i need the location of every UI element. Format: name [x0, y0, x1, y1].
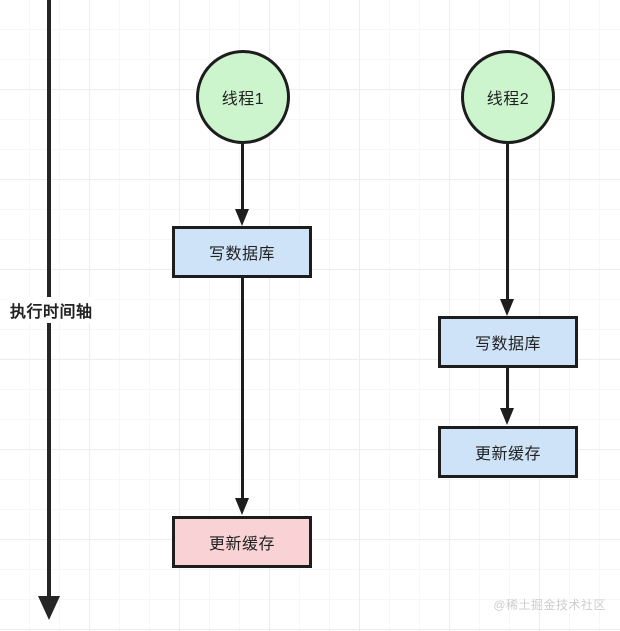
node-thread2-write-db-label: 写数据库 — [474, 336, 541, 353]
timeline-arrow-icon — [38, 596, 60, 620]
watermark: @稀土掘金技术社区 — [493, 598, 606, 612]
node-thread1-update-cache[interactable]: 更新缓存 — [172, 516, 312, 568]
node-thread2-write-db[interactable]: 写数据库 — [438, 316, 578, 368]
node-thread-2[interactable]: 线程2 — [461, 50, 555, 144]
node-thread-1-label: 线程1 — [221, 91, 265, 108]
node-thread1-update-cache-label: 更新缓存 — [208, 536, 275, 553]
timeline-label: 执行时间轴 — [8, 297, 95, 323]
node-thread2-update-cache-label: 更新缓存 — [474, 446, 541, 463]
node-thread-1[interactable]: 线程1 — [196, 50, 290, 144]
node-thread2-update-cache[interactable]: 更新缓存 — [438, 426, 578, 478]
node-thread1-write-db-label: 写数据库 — [208, 246, 275, 263]
node-thread1-write-db[interactable]: 写数据库 — [172, 226, 312, 278]
node-thread-2-label: 线程2 — [486, 91, 530, 108]
